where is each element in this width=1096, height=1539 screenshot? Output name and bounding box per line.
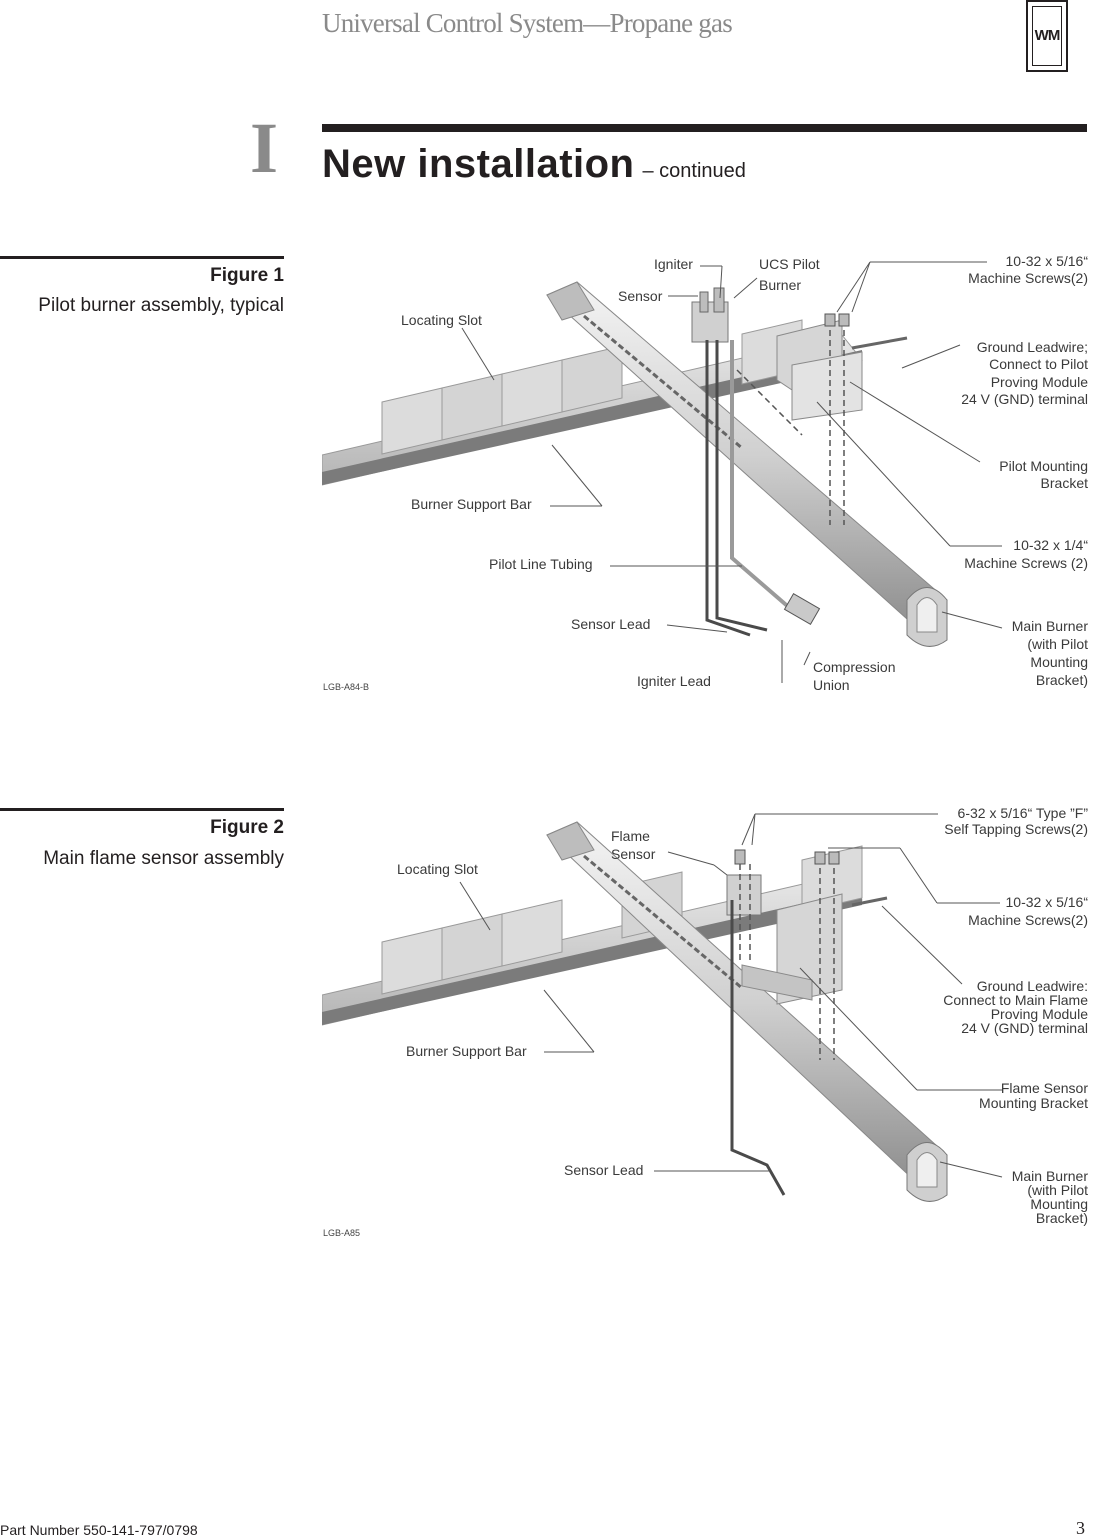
flame-sensor-bracket-shape [741, 851, 888, 1060]
callout-ucs-pilot-2: Burner [759, 277, 802, 293]
callout-ucs-pilot-1: UCS Pilot [759, 256, 820, 272]
callout-ground-3: Proving Module [990, 374, 1088, 390]
callout-flame-sensor-2: Sensor [611, 846, 656, 862]
callout-pilot-line-tubing: Pilot Line Tubing [489, 556, 593, 572]
callout-ground-main-4: 24 V (GND) terminal [961, 1020, 1088, 1036]
figure1-leader-lines [461, 261, 1003, 683]
callout-ground-main-2: Connect to Main Flame [943, 992, 1088, 1008]
section-title-main: New installation [322, 142, 635, 186]
callout-sensor-lead: Sensor Lead [571, 616, 651, 632]
callout-flame-sensor-1: Flame [611, 828, 650, 844]
callout-main-burner-2-3: Mounting [1030, 1196, 1088, 1212]
section-letter: I [250, 108, 279, 188]
callout-burner-support-bar-2: Burner Support Bar [406, 1043, 527, 1059]
callout-main-burner-3: Mounting [1030, 654, 1088, 670]
callout-bracket-2: Bracket [1040, 475, 1088, 491]
figure2-code: LGB-A85 [323, 1228, 361, 1238]
flame-sensor-lead-shape [730, 900, 786, 1196]
callout-ground-1: Ground Leadwire; [976, 339, 1088, 355]
pilot-burner-illustration [322, 261, 1003, 683]
main-burner-tube-shape [546, 281, 948, 647]
main-burner-tube-shape-2 [546, 821, 948, 1202]
callout-main-burner-2-1: Main Burner [1011, 1168, 1088, 1184]
figure2-diagram: 6-32 x 5/16“ Type ”F” Self Tapping Screw… [322, 790, 1088, 1250]
callout-ground-4: 24 V (GND) terminal [961, 391, 1088, 407]
callout-screws-mid-1: 10-32 x 1/4“ [1013, 537, 1088, 553]
callout-locating-slot: Locating Slot [401, 312, 482, 328]
part-number: Part Number 550-141-797/0798 [0, 1522, 198, 1538]
logo-inner-frame: WM [1032, 6, 1062, 66]
callout-compression-2: Union [813, 677, 850, 693]
callout-screws-mid-2: Machine Screws (2) [964, 555, 1088, 571]
callout-sensor: Sensor [618, 288, 663, 304]
callout-main-burner-4: Bracket) [1035, 672, 1088, 688]
burner-support-bar-shape [322, 319, 863, 486]
callout-screws-top-2: Machine Screws(2) [968, 270, 1088, 286]
callout-ground-main-3: Proving Module [990, 1006, 1088, 1022]
section-title: New installation – continued [322, 142, 746, 187]
callout-igniter: Igniter [654, 256, 693, 272]
section-title-suffix: – continued [642, 160, 746, 182]
callout-main-burner-2-4: Bracket) [1035, 1210, 1088, 1226]
figure1-rule [0, 256, 284, 259]
page-number: 3 [1076, 1518, 1085, 1538]
figure2-caption: Main flame sensor assembly [43, 848, 284, 869]
ucs-pilot-burner-shape [691, 287, 803, 436]
figure2-leader-lines [459, 813, 1003, 1178]
figure1-label: Figure 1 [210, 265, 284, 286]
callout-screws-2: Machine Screws(2) [968, 912, 1088, 928]
callout-flame-bracket-1: Flame Sensor [1000, 1080, 1088, 1096]
document-header-title: Universal Control System—Propane gas [322, 8, 733, 38]
callout-compression-1: Compression [813, 659, 896, 675]
callout-bracket-1: Pilot Mounting [999, 458, 1088, 474]
callout-sensor-lead-2: Sensor Lead [564, 1162, 644, 1178]
logo-text: WM [1034, 27, 1061, 44]
callout-screws-1: 10-32 x 5/16“ [1005, 894, 1089, 910]
callout-main-burner-1: Main Burner [1011, 618, 1088, 634]
figure1-diagram: Igniter UCS Pilot Burner Sensor Locating… [322, 240, 1088, 700]
pilot-mounting-bracket-shape [776, 313, 908, 525]
callout-self-tap-2: Self Tapping Screws(2) [944, 821, 1088, 837]
callout-igniter-lead: Igniter Lead [637, 673, 711, 689]
callout-main-burner-2: (with Pilot [1027, 636, 1088, 652]
weil-mclain-logo: WM [1026, 0, 1068, 72]
callout-self-tap-1: 6-32 x 5/16“ Type ”F” [957, 805, 1088, 821]
callout-locating-slot-2: Locating Slot [397, 861, 478, 877]
section-rule [322, 124, 1087, 132]
callout-burner-support-bar: Burner Support Bar [411, 496, 532, 512]
flame-sensor-illustration [322, 813, 1003, 1202]
figure2-rule [0, 808, 284, 811]
callout-main-burner-2-2: (with Pilot [1027, 1182, 1088, 1198]
pilot-leads-shape [705, 340, 821, 637]
figure2-label: Figure 2 [210, 817, 284, 838]
figure1-caption: Pilot burner assembly, typical [38, 295, 284, 316]
callout-ground-main-1: Ground Leadwire: [976, 978, 1088, 994]
figure1-code: LGB-A84-B [323, 682, 370, 692]
callout-flame-bracket-2: Mounting Bracket [979, 1095, 1088, 1111]
callout-screws-top-1: 10-32 x 5/16“ [1005, 253, 1089, 269]
callout-ground-2: Connect to Pilot [989, 356, 1088, 372]
